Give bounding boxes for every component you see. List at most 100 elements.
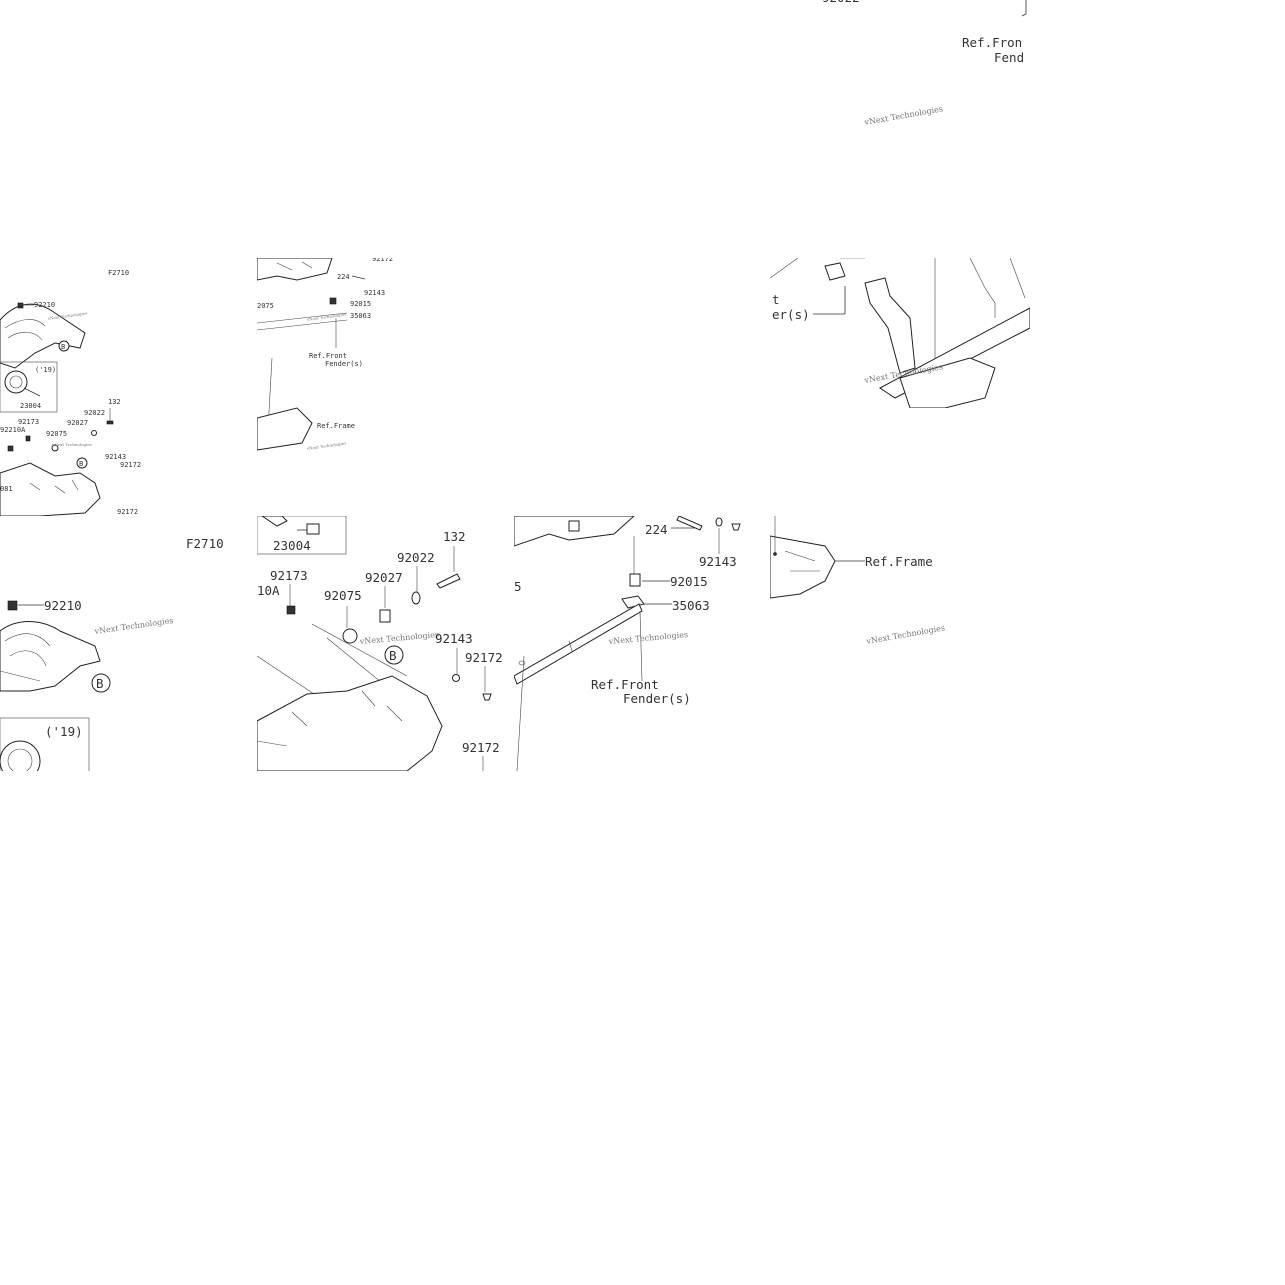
svg-text:B: B [61, 343, 65, 351]
svg-text:er(s): er(s) [772, 307, 810, 322]
svg-text:10A: 10A [257, 583, 280, 598]
frame-crop-drawing: t er(s) vNext Technologies [770, 258, 1030, 408]
svg-text:92172: 92172 [465, 650, 503, 665]
callout-b-circle [91, 673, 111, 693]
ref-front-label: Ref.Fron [962, 35, 1022, 50]
svg-text:Fender(s): Fender(s) [623, 691, 691, 706]
svg-text:Ref.Front: Ref.Front [309, 352, 347, 360]
clip-bracket [824, 262, 846, 281]
zoom-frame-tile: Ref.Frame vNext Technologies [770, 516, 1030, 666]
svg-text:23004: 23004 [20, 402, 41, 410]
headlight-housing [0, 621, 101, 692]
svg-text:vNext Technologies: vNext Technologies [865, 623, 946, 646]
svg-text:B: B [79, 460, 83, 468]
svg-text:92143: 92143 [435, 631, 473, 646]
svg-text:Ref.Front: Ref.Front [591, 677, 659, 692]
svg-text:92075: 92075 [324, 588, 362, 603]
svg-text:5: 5 [514, 579, 522, 594]
zoom-right-drawing: 224 92143 5 92015 35063 vNext Technologi… [514, 516, 741, 771]
variant-19-box [0, 717, 90, 771]
svg-text:Fender(s): Fender(s) [325, 360, 363, 368]
callout-92022-partial: 92022 [822, 0, 860, 5]
top-fragment-drawing: 92022 Ref.Fron Fend vNext Technologies [822, 0, 1027, 127]
headlight-unit [4, 370, 28, 394]
svg-text:92172: 92172 [462, 740, 500, 755]
svg-text:132: 132 [443, 529, 466, 544]
svg-text:224: 224 [337, 273, 350, 281]
figure-id: F2710 [108, 269, 129, 277]
svg-text:92173: 92173 [18, 418, 39, 426]
frame-tube [864, 277, 916, 374]
svg-text:92027: 92027 [67, 419, 88, 427]
collar-92027 [379, 609, 391, 623]
svg-text:23004: 23004 [273, 538, 311, 553]
svg-text:Ref.Frame: Ref.Frame [865, 554, 933, 569]
overview-right-tile: 92172 224 92143 2075 92015 35063 Ref.Fro… [257, 258, 402, 458]
svg-text:132: 132 [108, 398, 121, 406]
top-fragment-tile: 92022 Ref.Fron Fend vNext Technologies [770, 0, 1030, 150]
svg-text:vNext Technologies: vNext Technologies [358, 630, 439, 646]
svg-text:224: 224 [645, 522, 668, 537]
svg-text:92143: 92143 [105, 453, 126, 461]
svg-text:Ref.Frame: Ref.Frame [317, 422, 355, 430]
bracket-top [257, 258, 333, 281]
overview-left-drawing: F2710 B 92210 ('19) 23004 132 92022 9217… [0, 269, 141, 516]
svg-text:92172: 92172 [117, 508, 138, 516]
svg-text:92210A: 92210A [0, 426, 26, 434]
svg-text:35063: 35063 [350, 312, 371, 320]
svg-text:92172: 92172 [120, 461, 141, 469]
fender-rail [514, 603, 643, 685]
svg-text:B: B [389, 648, 397, 663]
svg-text:('19): ('19) [45, 724, 83, 739]
overview-left-tile: F2710 B 92210 ('19) 23004 132 92022 9217… [0, 258, 145, 516]
ref-fender-label: Fend [994, 50, 1024, 65]
svg-text:92022: 92022 [84, 409, 105, 417]
svg-text:vNext Technologies: vNext Technologies [51, 442, 92, 447]
svg-text:vNext Technologies: vNext Technologies [305, 312, 346, 323]
svg-text:vNext Technologies: vNext Technologies [607, 630, 688, 646]
variant-19-box [0, 361, 58, 413]
frame-body [257, 675, 443, 771]
fender-panel [899, 357, 996, 408]
zoom-left-drawing: F2710 92210 B vNext Technologies ('19) [0, 536, 224, 771]
frame-body [0, 462, 101, 516]
svg-text:2075: 2075 [257, 302, 274, 310]
collar-92015 [629, 573, 641, 587]
watermark: vNext Technologies [863, 104, 944, 127]
frame-crop-tile: t er(s) vNext Technologies [770, 258, 1030, 408]
svg-text:081: 081 [0, 485, 13, 493]
washer-92022 [411, 591, 421, 605]
svg-text:vNext Technologies: vNext Technologies [863, 104, 944, 127]
figure-id: F2710 [186, 536, 224, 551]
fender-rail [257, 312, 348, 331]
svg-text:92172: 92172 [372, 258, 393, 263]
svg-text:92210: 92210 [34, 301, 55, 309]
zoom-left-tile: F2710 92210 B vNext Technologies ('19) [0, 516, 257, 771]
overview-right-drawing: 92172 224 92143 2075 92015 35063 Ref.Fro… [257, 258, 393, 452]
svg-text:92143: 92143 [364, 289, 385, 297]
svg-text:35063: 35063 [672, 598, 710, 613]
callout-b-circle [58, 340, 70, 352]
svg-text:92015: 92015 [350, 300, 371, 308]
zoom-right-tile: 224 92143 5 92015 35063 vNext Technologi… [514, 516, 741, 771]
headlight-unit [0, 740, 41, 771]
svg-text:('19): ('19) [35, 366, 56, 374]
svg-text:B: B [96, 676, 104, 691]
svg-text:vNext Technologies: vNext Technologies [93, 616, 174, 636]
bracket-35063 [621, 595, 645, 609]
svg-text:92027: 92027 [365, 570, 403, 585]
zoom-mid-tile: 23004 132 92022 92173 92027 10A 92075 vN… [257, 516, 514, 771]
svg-text:vNext Technologies: vNext Technologies [46, 311, 87, 322]
svg-text:92022: 92022 [397, 550, 435, 565]
svg-text:t: t [772, 292, 780, 307]
svg-text:92075: 92075 [46, 430, 67, 438]
svg-text:92015: 92015 [670, 574, 708, 589]
svg-text:vNext Technologies: vNext Technologies [305, 441, 346, 452]
grommet-92075 [342, 628, 358, 644]
frame-edge [1021, 0, 1027, 17]
zoom-mid-drawing: 23004 132 92022 92173 92027 10A 92075 vN… [257, 516, 503, 771]
bolt-224 [676, 516, 703, 531]
zoom-frame-drawing: Ref.Frame vNext Technologies [770, 516, 946, 646]
frame-lower [770, 535, 836, 599]
svg-text:92143: 92143 [699, 554, 737, 569]
